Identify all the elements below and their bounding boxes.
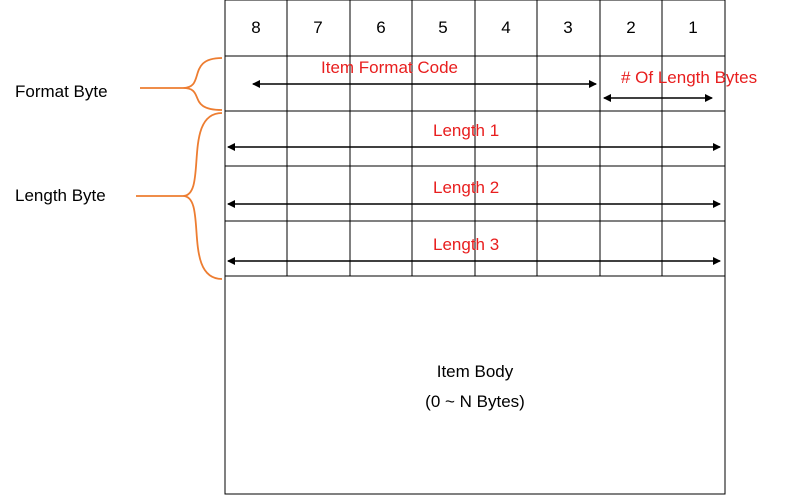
bit-label-8: 8 bbox=[251, 18, 261, 37]
length-2-label: Length 2 bbox=[433, 178, 500, 197]
item-body-title: Item Body bbox=[436, 362, 514, 381]
length-1-label: Length 1 bbox=[433, 121, 500, 140]
bit-label-1: 1 bbox=[688, 18, 698, 37]
item-format-code-label: Item Format Code bbox=[321, 58, 458, 77]
item-body-range: (0 ~ N Bytes) bbox=[425, 392, 525, 411]
length-bytes-count-label: # Of Length Bytes bbox=[621, 68, 758, 87]
bit-label-4: 4 bbox=[501, 18, 511, 37]
format-byte-brace bbox=[182, 57, 223, 111]
table-frame bbox=[224, 0, 726, 495]
format-byte-label: Format Byte bbox=[15, 82, 108, 101]
bit-label-2: 2 bbox=[626, 18, 636, 37]
length-byte-label: Length Byte bbox=[15, 186, 106, 205]
bit-label-3: 3 bbox=[563, 18, 573, 37]
bit-label-6: 6 bbox=[376, 18, 386, 37]
bit-label-7: 7 bbox=[313, 18, 323, 37]
length-byte-brace bbox=[182, 112, 223, 280]
length-3-label: Length 3 bbox=[433, 235, 500, 254]
bit-label-5: 5 bbox=[438, 18, 448, 37]
